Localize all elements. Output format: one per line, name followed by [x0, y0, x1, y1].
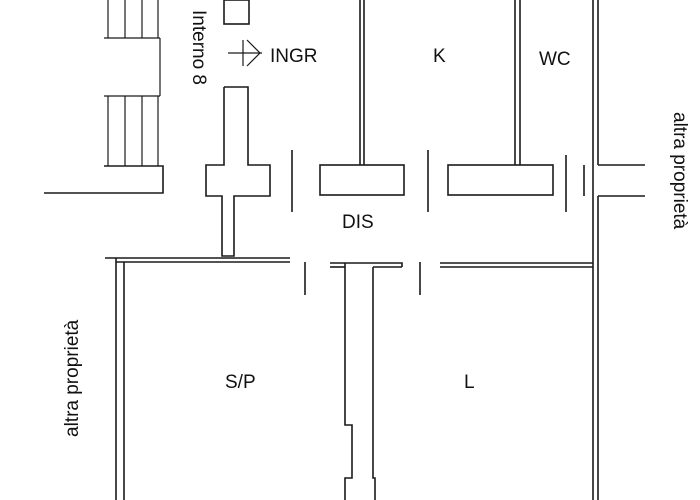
- room-label-wc: WC: [539, 49, 571, 70]
- room-label-ingr: INGR: [270, 46, 318, 67]
- lower-rooms-wall: [440, 262, 593, 268]
- stair-structure: [44, 0, 164, 194]
- door-openings: [291, 150, 567, 295]
- sp-room-walls: [115, 258, 290, 500]
- interno-label: Interno 8: [188, 10, 209, 85]
- entry-arrow-icon: [228, 39, 262, 67]
- central-partition: [330, 262, 403, 500]
- room-label-k: K: [433, 46, 446, 67]
- room-label-l: L: [464, 372, 475, 393]
- room-label-sp: S/P: [225, 372, 256, 393]
- room-label-dis: DIS: [342, 212, 374, 233]
- kitchen-walls: [319, 0, 554, 196]
- altra-proprieta-left: altra proprietà: [62, 319, 83, 437]
- right-outer-wall: [583, 0, 645, 500]
- entrance-walls: [105, 0, 290, 259]
- altra-proprieta-right: altra proprietà: [669, 112, 690, 230]
